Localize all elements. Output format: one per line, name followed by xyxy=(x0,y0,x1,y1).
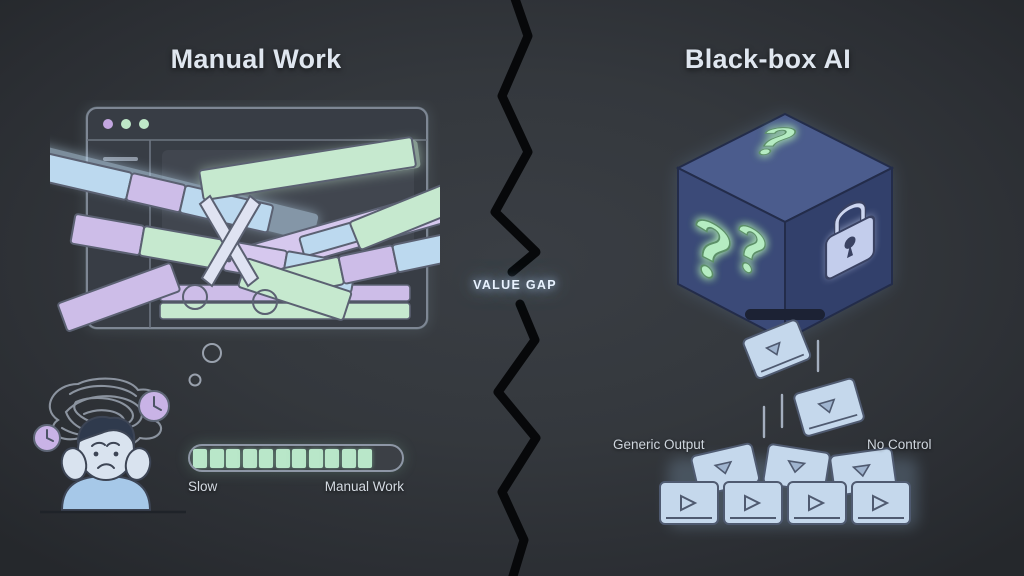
sidebar-placeholder-row xyxy=(103,157,138,161)
progress-segment xyxy=(325,448,339,468)
clock-icon-left xyxy=(33,424,61,452)
scissors-icon xyxy=(182,194,278,315)
progress-label-left: Slow xyxy=(188,479,218,494)
falling-card-2 xyxy=(793,377,865,437)
lightning-crack xyxy=(490,0,541,576)
progress-segment xyxy=(259,448,273,468)
manual-work-progress: Slow Manual Work xyxy=(188,444,404,494)
question-mark-top-face xyxy=(758,127,796,156)
double-question-mark-left-face xyxy=(695,219,766,279)
timeline-track-lower xyxy=(159,302,411,320)
falling-card-1 xyxy=(742,319,812,380)
progress-segment xyxy=(292,448,306,468)
output-card xyxy=(787,481,847,525)
value-gap-label: VALUE GAP xyxy=(473,278,557,292)
progress-segment xyxy=(308,448,323,468)
progress-label-right: Manual Work xyxy=(324,479,404,494)
progress-labels: Slow Manual Work xyxy=(188,479,404,494)
motion-lines xyxy=(762,339,820,439)
left-panel-title: Manual Work xyxy=(170,44,342,74)
black-box-cube xyxy=(675,112,895,342)
falling-cards xyxy=(742,319,865,439)
thought-bubbles xyxy=(188,343,222,387)
person-figure xyxy=(60,415,152,511)
output-card xyxy=(851,481,911,525)
progress-segment xyxy=(358,448,372,468)
progress-segment xyxy=(275,448,290,468)
cube-output-slot xyxy=(745,309,825,320)
front-card-row xyxy=(659,481,911,525)
generic-output-card-stack xyxy=(659,442,918,528)
progress-track[interactable] xyxy=(188,444,404,472)
progress-segment xyxy=(242,448,257,468)
traffic-light-close[interactable] xyxy=(103,119,113,129)
right-panel-title: Black-box AI xyxy=(684,44,852,74)
caption-generic-output: Generic Output xyxy=(613,437,705,452)
output-card xyxy=(659,481,719,525)
output-card xyxy=(723,481,783,525)
progress-segment xyxy=(226,448,240,468)
caption-no-control: No Control xyxy=(867,437,932,452)
traffic-light-max[interactable] xyxy=(139,119,149,129)
lock-icon xyxy=(824,200,876,280)
progress-segment xyxy=(341,448,356,468)
traffic-light-min[interactable] xyxy=(121,119,131,129)
clock-icon-right xyxy=(138,390,170,422)
video-editor-window xyxy=(50,106,440,333)
progress-segment xyxy=(209,448,224,468)
progress-segment xyxy=(193,448,207,468)
stressed-person xyxy=(33,377,186,514)
